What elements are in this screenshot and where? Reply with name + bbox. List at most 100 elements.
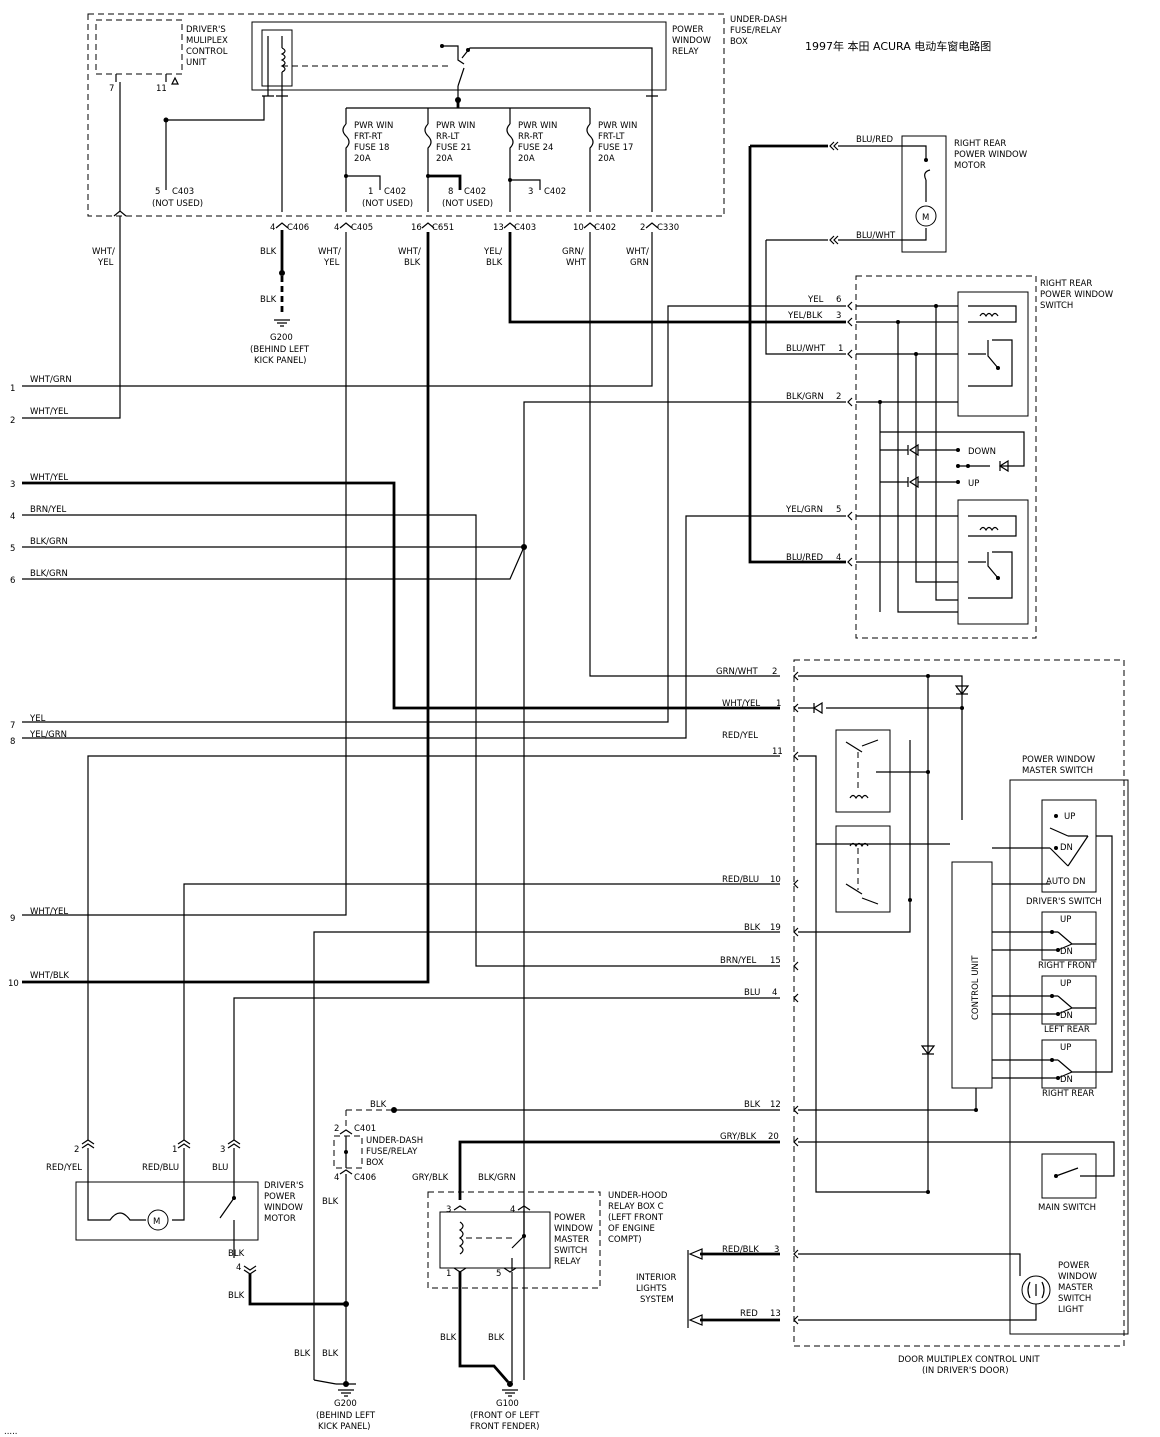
svg-text:(BEHIND LEFT: (BEHIND LEFT bbox=[316, 1411, 376, 1421]
svg-text:5: 5 bbox=[836, 505, 841, 515]
svg-text:PWR WIN: PWR WIN bbox=[598, 121, 637, 131]
svg-text:SWITCH: SWITCH bbox=[554, 1246, 587, 1256]
svg-text:YEL/: YEL/ bbox=[483, 247, 502, 257]
drivers-switch: UP DN AUTO DN DRIVER'S SWITCH bbox=[992, 799, 1102, 907]
diagram-title: 1997年 本田 ACURA 电动车窗电路图 bbox=[805, 39, 991, 53]
svg-text:GRY/BLK: GRY/BLK bbox=[412, 1173, 449, 1183]
svg-text:BLK: BLK bbox=[404, 258, 421, 268]
svg-text:BLK: BLK bbox=[322, 1197, 339, 1207]
svg-text:1: 1 bbox=[368, 187, 373, 197]
svg-text:C406: C406 bbox=[354, 1173, 376, 1183]
svg-text:BLK: BLK bbox=[440, 1333, 457, 1343]
svg-text:BLU/RED: BLU/RED bbox=[856, 135, 894, 145]
svg-text:9: 9 bbox=[10, 914, 15, 924]
wire-runs bbox=[22, 144, 846, 1380]
svg-text:SYSTEM: SYSTEM bbox=[640, 1295, 674, 1305]
svg-text:1: 1 bbox=[446, 1269, 451, 1279]
svg-text:BLK: BLK bbox=[228, 1291, 245, 1301]
svg-text:2: 2 bbox=[772, 667, 777, 677]
svg-text:YEL: YEL bbox=[323, 258, 340, 268]
svg-text:10: 10 bbox=[770, 875, 781, 885]
svg-text:C402: C402 bbox=[594, 223, 616, 233]
svg-text:6: 6 bbox=[836, 295, 841, 305]
svg-text:UP: UP bbox=[1060, 1043, 1071, 1053]
svg-text:BLK/GRN: BLK/GRN bbox=[30, 537, 68, 547]
c403-not-used-tap: 5 C403 (NOT USED) bbox=[152, 120, 203, 209]
svg-text:10: 10 bbox=[573, 223, 584, 233]
svg-text:RELAY: RELAY bbox=[672, 47, 699, 57]
svg-text:WINDOW: WINDOW bbox=[672, 36, 712, 46]
svg-text:FUSE 17: FUSE 17 bbox=[598, 143, 633, 153]
top-wire-labels: WHT/YEL BLK WHT/YEL WHT/BLK YEL/BLK GRN/… bbox=[92, 247, 649, 268]
c401-under-dash-box: BLK 2 C401 UNDER-DASH FUSE/RELAY BOX 4 C… bbox=[322, 1100, 423, 1380]
svg-text:BLK: BLK bbox=[260, 295, 277, 305]
svg-text:20A: 20A bbox=[436, 154, 453, 164]
svg-text:PWR WIN: PWR WIN bbox=[436, 121, 475, 131]
svg-text:BLK/GRN: BLK/GRN bbox=[786, 392, 824, 402]
svg-text:BLK: BLK bbox=[294, 1349, 311, 1359]
svg-text:BLK: BLK bbox=[370, 1100, 387, 1110]
svg-text:RED/BLK: RED/BLK bbox=[722, 1245, 759, 1255]
svg-text:AUTO DN: AUTO DN bbox=[1046, 877, 1086, 887]
svg-text:RR-RT: RR-RT bbox=[518, 132, 544, 142]
svg-text:4: 4 bbox=[334, 1173, 339, 1183]
svg-text:C330: C330 bbox=[657, 223, 679, 233]
svg-text:DOOR MULTIPLEX CONTROL UNIT: DOOR MULTIPLEX CONTROL UNIT bbox=[898, 1355, 1040, 1365]
svg-text:RIGHT FRONT: RIGHT FRONT bbox=[1038, 961, 1097, 971]
svg-text:1: 1 bbox=[776, 699, 781, 709]
svg-text:UP: UP bbox=[1060, 979, 1071, 989]
svg-text:LEFT REAR: LEFT REAR bbox=[1044, 1025, 1090, 1035]
svg-text:RIGHT REAR: RIGHT REAR bbox=[1042, 1089, 1094, 1099]
svg-text:G200: G200 bbox=[270, 333, 293, 343]
svg-text:WHT/GRN: WHT/GRN bbox=[30, 375, 72, 385]
svg-text:1: 1 bbox=[838, 344, 843, 354]
svg-text:FRT-LT: FRT-LT bbox=[598, 132, 625, 142]
svg-text:BRN/YEL: BRN/YEL bbox=[720, 956, 757, 966]
svg-text:POWER: POWER bbox=[672, 25, 704, 35]
svg-text:C402: C402 bbox=[464, 187, 486, 197]
drivers-multiplex-control-unit: DRIVER'S MULIPLEX CONTROL UNIT 7 11 bbox=[95, 19, 228, 94]
svg-text:CONTROL UNIT: CONTROL UNIT bbox=[971, 955, 981, 1020]
svg-text:FUSE 21: FUSE 21 bbox=[436, 143, 471, 153]
svg-text:8: 8 bbox=[448, 187, 453, 197]
svg-text:2: 2 bbox=[74, 1145, 79, 1155]
svg-text:BLK: BLK bbox=[322, 1349, 339, 1359]
svg-text:BLU: BLU bbox=[212, 1163, 228, 1173]
svg-text:10: 10 bbox=[8, 979, 19, 989]
drivers-window-motor: DRIVER'S POWER WINDOW MOTOR 2 RED/YEL 1 … bbox=[46, 1139, 349, 1307]
svg-text:GRN/: GRN/ bbox=[562, 247, 584, 257]
svg-text:C403: C403 bbox=[514, 223, 536, 233]
svg-text:3: 3 bbox=[446, 1205, 451, 1215]
svg-text:C403: C403 bbox=[172, 187, 194, 197]
svg-text:20A: 20A bbox=[598, 154, 615, 164]
svg-text:WHT/YEL: WHT/YEL bbox=[30, 473, 68, 483]
svg-text:3: 3 bbox=[836, 311, 841, 321]
svg-text:WINDOW: WINDOW bbox=[554, 1224, 594, 1234]
svg-text:5: 5 bbox=[10, 544, 15, 554]
svg-text:POWER WINDOW: POWER WINDOW bbox=[1022, 755, 1096, 765]
ground-g200-bottom: BLK BLK G200 (BEHIND LEFT KICK PANEL) bbox=[294, 1349, 376, 1432]
svg-text:WINDOW: WINDOW bbox=[264, 1203, 304, 1213]
svg-text:M: M bbox=[922, 213, 929, 223]
svg-text:MAIN SWITCH: MAIN SWITCH bbox=[1038, 1203, 1096, 1213]
right-rear-switch-master: UP DN RIGHT REAR bbox=[992, 1039, 1097, 1099]
fuse-24: PWR WIN RR-RT FUSE 24 20A 3 C402 bbox=[506, 121, 566, 212]
svg-text:1: 1 bbox=[10, 384, 15, 394]
svg-text:DRIVER'S SWITCH: DRIVER'S SWITCH bbox=[1026, 897, 1102, 907]
svg-text:12: 12 bbox=[770, 1100, 781, 1110]
svg-text:(NOT USED): (NOT USED) bbox=[152, 199, 203, 209]
svg-text:BLU/RED: BLU/RED bbox=[786, 553, 824, 563]
svg-text:MASTER: MASTER bbox=[1058, 1283, 1093, 1293]
svg-text:7: 7 bbox=[109, 84, 114, 94]
svg-text:YEL/BLK: YEL/BLK bbox=[787, 311, 823, 321]
svg-text:2: 2 bbox=[10, 416, 15, 426]
svg-text:DN: DN bbox=[1060, 1011, 1073, 1021]
fuse-21: PWR WIN RR-LT FUSE 21 20A 8 C402 (NOT US… bbox=[424, 121, 493, 212]
svg-text:1: 1 bbox=[172, 1145, 177, 1155]
svg-text:5: 5 bbox=[496, 1269, 501, 1279]
svg-text:BRN/YEL: BRN/YEL bbox=[30, 505, 67, 515]
svg-text:20A: 20A bbox=[354, 154, 371, 164]
right-rear-window-switch: RIGHT REAR POWER WINDOW SWITCH YEL 6 YEL… bbox=[785, 275, 1114, 639]
svg-text:4: 4 bbox=[236, 1263, 241, 1273]
